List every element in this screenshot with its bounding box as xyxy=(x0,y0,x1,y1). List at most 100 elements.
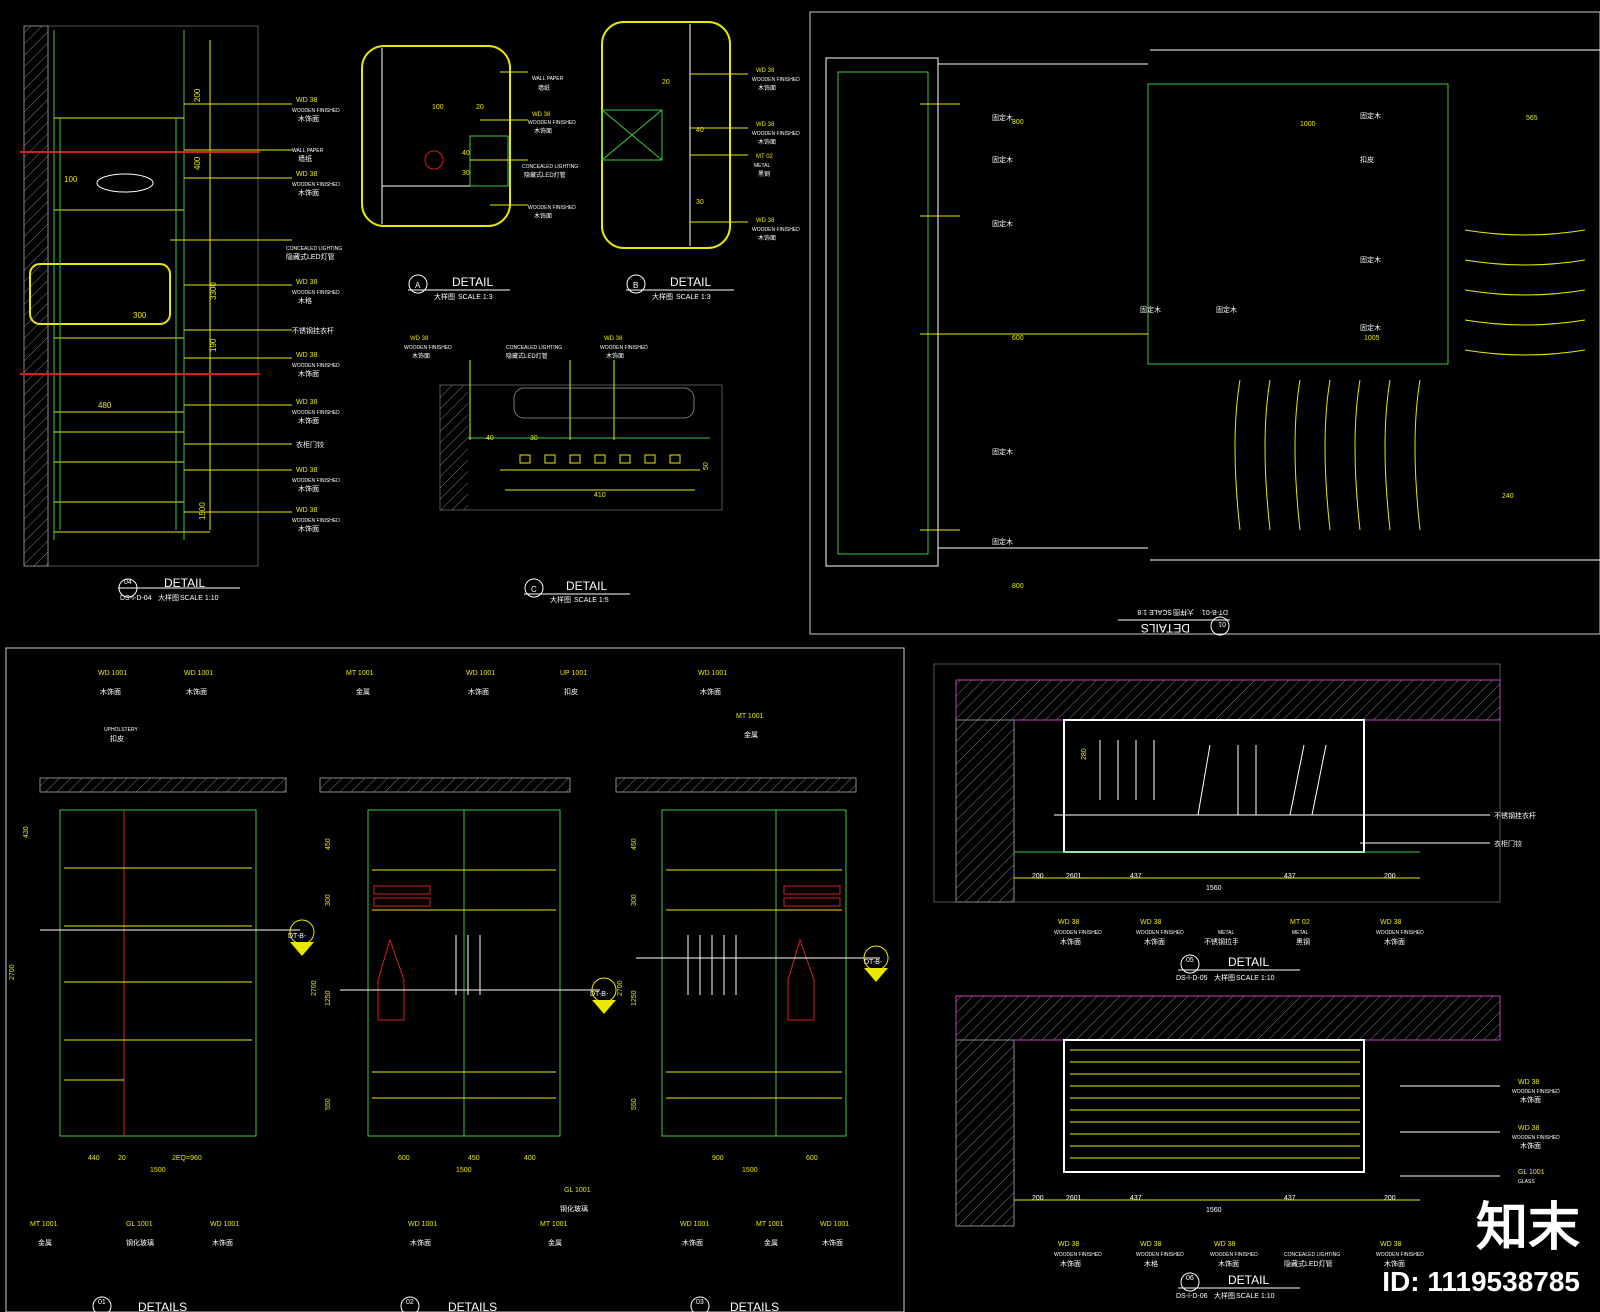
title-ref: DT-B-01 xyxy=(1202,608,1228,615)
tag-cn: 木饰面 xyxy=(410,1238,431,1247)
tag-en: WOODEN FINISHED xyxy=(1376,1252,1424,1258)
title-num: 02 xyxy=(406,1299,414,1306)
dim: 2700 xyxy=(617,980,624,996)
panel-plan-details: 800 800 600 1000 565 1005 240 固定木 固定木 固定… xyxy=(809,11,1600,636)
tag: MT 1001 xyxy=(346,670,374,677)
panel-a-detail: 100 20 40 30 WALL PAPER 墙纸 WD 38 WOODEN … xyxy=(361,45,578,301)
title-e03: 03 DETAILS xyxy=(690,1296,779,1312)
tag-cn: 木饰面 xyxy=(534,127,552,135)
tag-en: WOODEN FINISHED xyxy=(752,77,800,83)
tag-cn: 木饰面 xyxy=(298,416,319,425)
dim: 437 xyxy=(1130,873,1142,880)
tag-en: METAL xyxy=(754,163,771,169)
dim: 1500 xyxy=(150,1167,166,1174)
dim: 30 xyxy=(530,435,538,442)
tag: WD 38 xyxy=(756,218,775,224)
tag-cn: 木饰面 xyxy=(1520,1141,1541,1150)
tag-en: WOODEN FINISHED xyxy=(1054,930,1102,936)
tag: WD 1001 xyxy=(466,670,495,677)
tag: WD 38 xyxy=(296,171,318,178)
tag-cn: 扣皮 xyxy=(1360,155,1374,164)
watermark-brand: 知末 xyxy=(1475,1199,1580,1257)
title-num: A xyxy=(415,281,421,290)
dim: 400 xyxy=(524,1155,536,1162)
tag-cn: 隐藏式LED灯管 xyxy=(1284,1259,1333,1268)
tag-en: WOODEN FINISHED xyxy=(1512,1089,1560,1095)
tag: WD 38 xyxy=(1058,1241,1080,1248)
tag: WD 38 xyxy=(1380,919,1402,926)
title-label: DETAIL xyxy=(566,579,607,593)
tag-cn: 扣皮 xyxy=(564,687,578,696)
tag-cn: 木格 xyxy=(1144,1259,1158,1268)
title-sub: 大样图 xyxy=(1214,1291,1235,1300)
title-label: DETAIL xyxy=(670,275,711,289)
title-num: C xyxy=(531,585,537,594)
dim: 437 xyxy=(1130,1195,1142,1202)
tag: GL 1001 xyxy=(1518,1169,1545,1176)
dim: 40 xyxy=(462,150,470,157)
tag-cn: 金属 xyxy=(548,1238,562,1247)
title-scale: SCALE 1:3 xyxy=(676,294,711,301)
title-sub: 大样图 xyxy=(158,593,179,602)
tag: WD 38 xyxy=(604,336,623,342)
tag-en: WOODEN FINISHED xyxy=(1376,930,1424,936)
tag-cn: 黑钢 xyxy=(758,170,770,178)
title-label: DETAILS xyxy=(730,1300,779,1312)
tag-cn: 木饰面 xyxy=(100,687,121,696)
dim: 600 xyxy=(398,1155,410,1162)
tag-en: WALL PAPER xyxy=(292,148,324,154)
tag: WD 1001 xyxy=(408,1221,437,1228)
tag-en: GLASS xyxy=(1518,1179,1535,1185)
tag: WD 38 xyxy=(756,68,775,74)
title-04: 04 DETAIL DS-I-D-04 大样图 SCALE 1:10 xyxy=(118,576,240,602)
dim: 2700 xyxy=(311,980,318,996)
dim: 2601 xyxy=(1066,1195,1082,1202)
title-num: 06 xyxy=(1186,1275,1194,1282)
title-num: B xyxy=(633,281,638,290)
tag-cn: 木饰面 xyxy=(1060,937,1081,946)
tag: WD 38 xyxy=(296,97,318,104)
tag-cn: 木饰面 xyxy=(212,1238,233,1247)
tag-cn: 木饰面 xyxy=(700,687,721,696)
tag-en: WOODEN FINISHED xyxy=(528,120,576,126)
tag-cn: 木饰面 xyxy=(758,138,776,146)
dim: 240 xyxy=(1502,493,1514,500)
dim: 900 xyxy=(712,1155,724,1162)
elevations-frame xyxy=(5,647,905,1312)
tag-cn: 木饰面 xyxy=(682,1238,703,1247)
tag-cn: 不锈钢拉手 xyxy=(1204,937,1239,946)
tag: MT 02 xyxy=(1290,919,1310,926)
dim: 20 xyxy=(476,104,484,111)
dim: 450 xyxy=(468,1155,480,1162)
title-a: A DETAIL 大样图 SCALE 1:3 xyxy=(408,274,510,301)
tag-en: WOODEN FINISHED xyxy=(528,205,576,211)
tag: WD 38 xyxy=(1380,1241,1402,1248)
tag: MT 1001 xyxy=(30,1221,58,1228)
title-scale: SCALE 1:5 xyxy=(574,597,609,604)
elevation-02: 450 300 1250 550 2700 600 450 400 1500 D… xyxy=(311,670,617,1312)
title-05: 05 DETAIL DS-I-D-05 大样图 SCALE 1:10 xyxy=(1176,954,1300,982)
dim: 200 xyxy=(1032,873,1044,880)
tag-en: WOODEN FINISHED xyxy=(1054,1252,1102,1258)
dim: 1500 xyxy=(198,502,207,520)
tag-cn: 不锈钢挂衣杆 xyxy=(292,326,334,335)
tag-cn: 金属 xyxy=(356,687,370,696)
tag: MT 1001 xyxy=(540,1221,568,1228)
dim: 300 xyxy=(325,894,332,906)
elevation-03: 450 300 1250 550 2700 900 600 1500 DT-B-… xyxy=(615,670,889,1312)
tag: WD 38 xyxy=(1140,919,1162,926)
title-e01: 01 DETAILS xyxy=(92,1296,187,1312)
dim: 437 xyxy=(1284,1195,1296,1202)
dim: 200 xyxy=(1384,1195,1396,1202)
tag-cn: 固定木 xyxy=(992,155,1013,164)
tag-cn: 木饰面 xyxy=(758,84,776,92)
title-label: DETAILS xyxy=(448,1300,497,1312)
tag: GL 1001 xyxy=(564,1187,591,1194)
dim: 800 xyxy=(1012,583,1024,590)
title-sub: 大样图 xyxy=(1214,973,1235,982)
dim: 20 xyxy=(662,79,670,86)
tag-cn: 木饰面 xyxy=(298,524,319,533)
watermark-id: ID: 1119538785 xyxy=(1382,1266,1580,1297)
tag: WD 38 xyxy=(296,399,318,406)
